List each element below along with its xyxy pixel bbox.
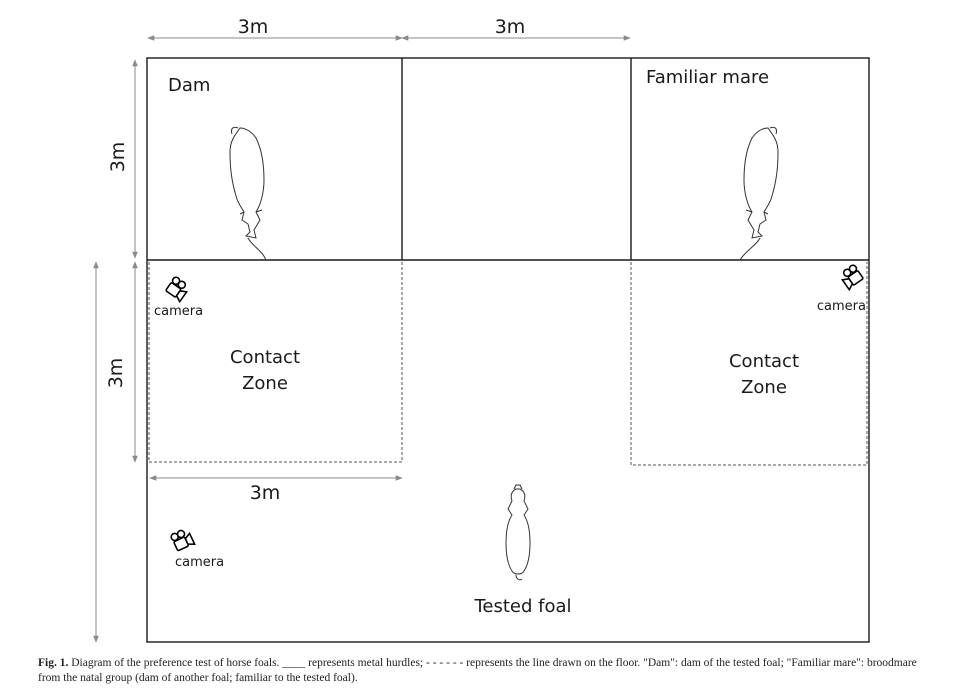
dimension-arrows xyxy=(93,35,631,643)
floor-lines xyxy=(148,262,868,466)
right-contact-zone-line xyxy=(630,262,868,466)
figure-caption: Fig. 1. Diagram of the preference test o… xyxy=(38,656,938,686)
camera-icon-right-top xyxy=(840,264,864,292)
camera-label-bottom-left: camera xyxy=(175,555,224,570)
top-height-label: 3m xyxy=(107,142,129,173)
left-contact-zone-label-line2: Zone xyxy=(242,373,288,394)
right-contact-zone-label-line2: Zone xyxy=(741,377,787,398)
familiar-mare-horse-icon xyxy=(739,126,779,261)
tested-foal-label: Tested foal xyxy=(473,596,571,617)
left-contact-zone-label-line1: Contact xyxy=(230,347,300,368)
top-right-width-label: 3m xyxy=(495,16,526,38)
left-contact-zone-line xyxy=(148,262,403,463)
figure-caption-label: Fig. 1. xyxy=(38,657,69,669)
dam-label: Dam xyxy=(168,75,210,96)
camera-icon-left-top xyxy=(165,276,189,304)
tested-foal-horse-icon xyxy=(505,484,531,581)
top-left-width-label: 3m xyxy=(238,16,269,38)
total-height-label: 3m xyxy=(105,358,127,389)
camera-label-left-top: camera xyxy=(154,304,203,319)
camera-label-right-top: camera xyxy=(817,299,866,314)
dam-horse-icon xyxy=(229,126,267,261)
metal-hurdles xyxy=(146,57,870,643)
right-contact-zone-label-line1: Contact xyxy=(729,351,799,372)
familiar-mare-label: Familiar mare xyxy=(646,67,769,88)
contact-width-label: 3m xyxy=(250,482,281,504)
camera-icon-bottom-left xyxy=(170,529,196,552)
arena-outline xyxy=(146,57,870,643)
figure-caption-text: Diagram of the preference test of horse … xyxy=(38,657,917,684)
